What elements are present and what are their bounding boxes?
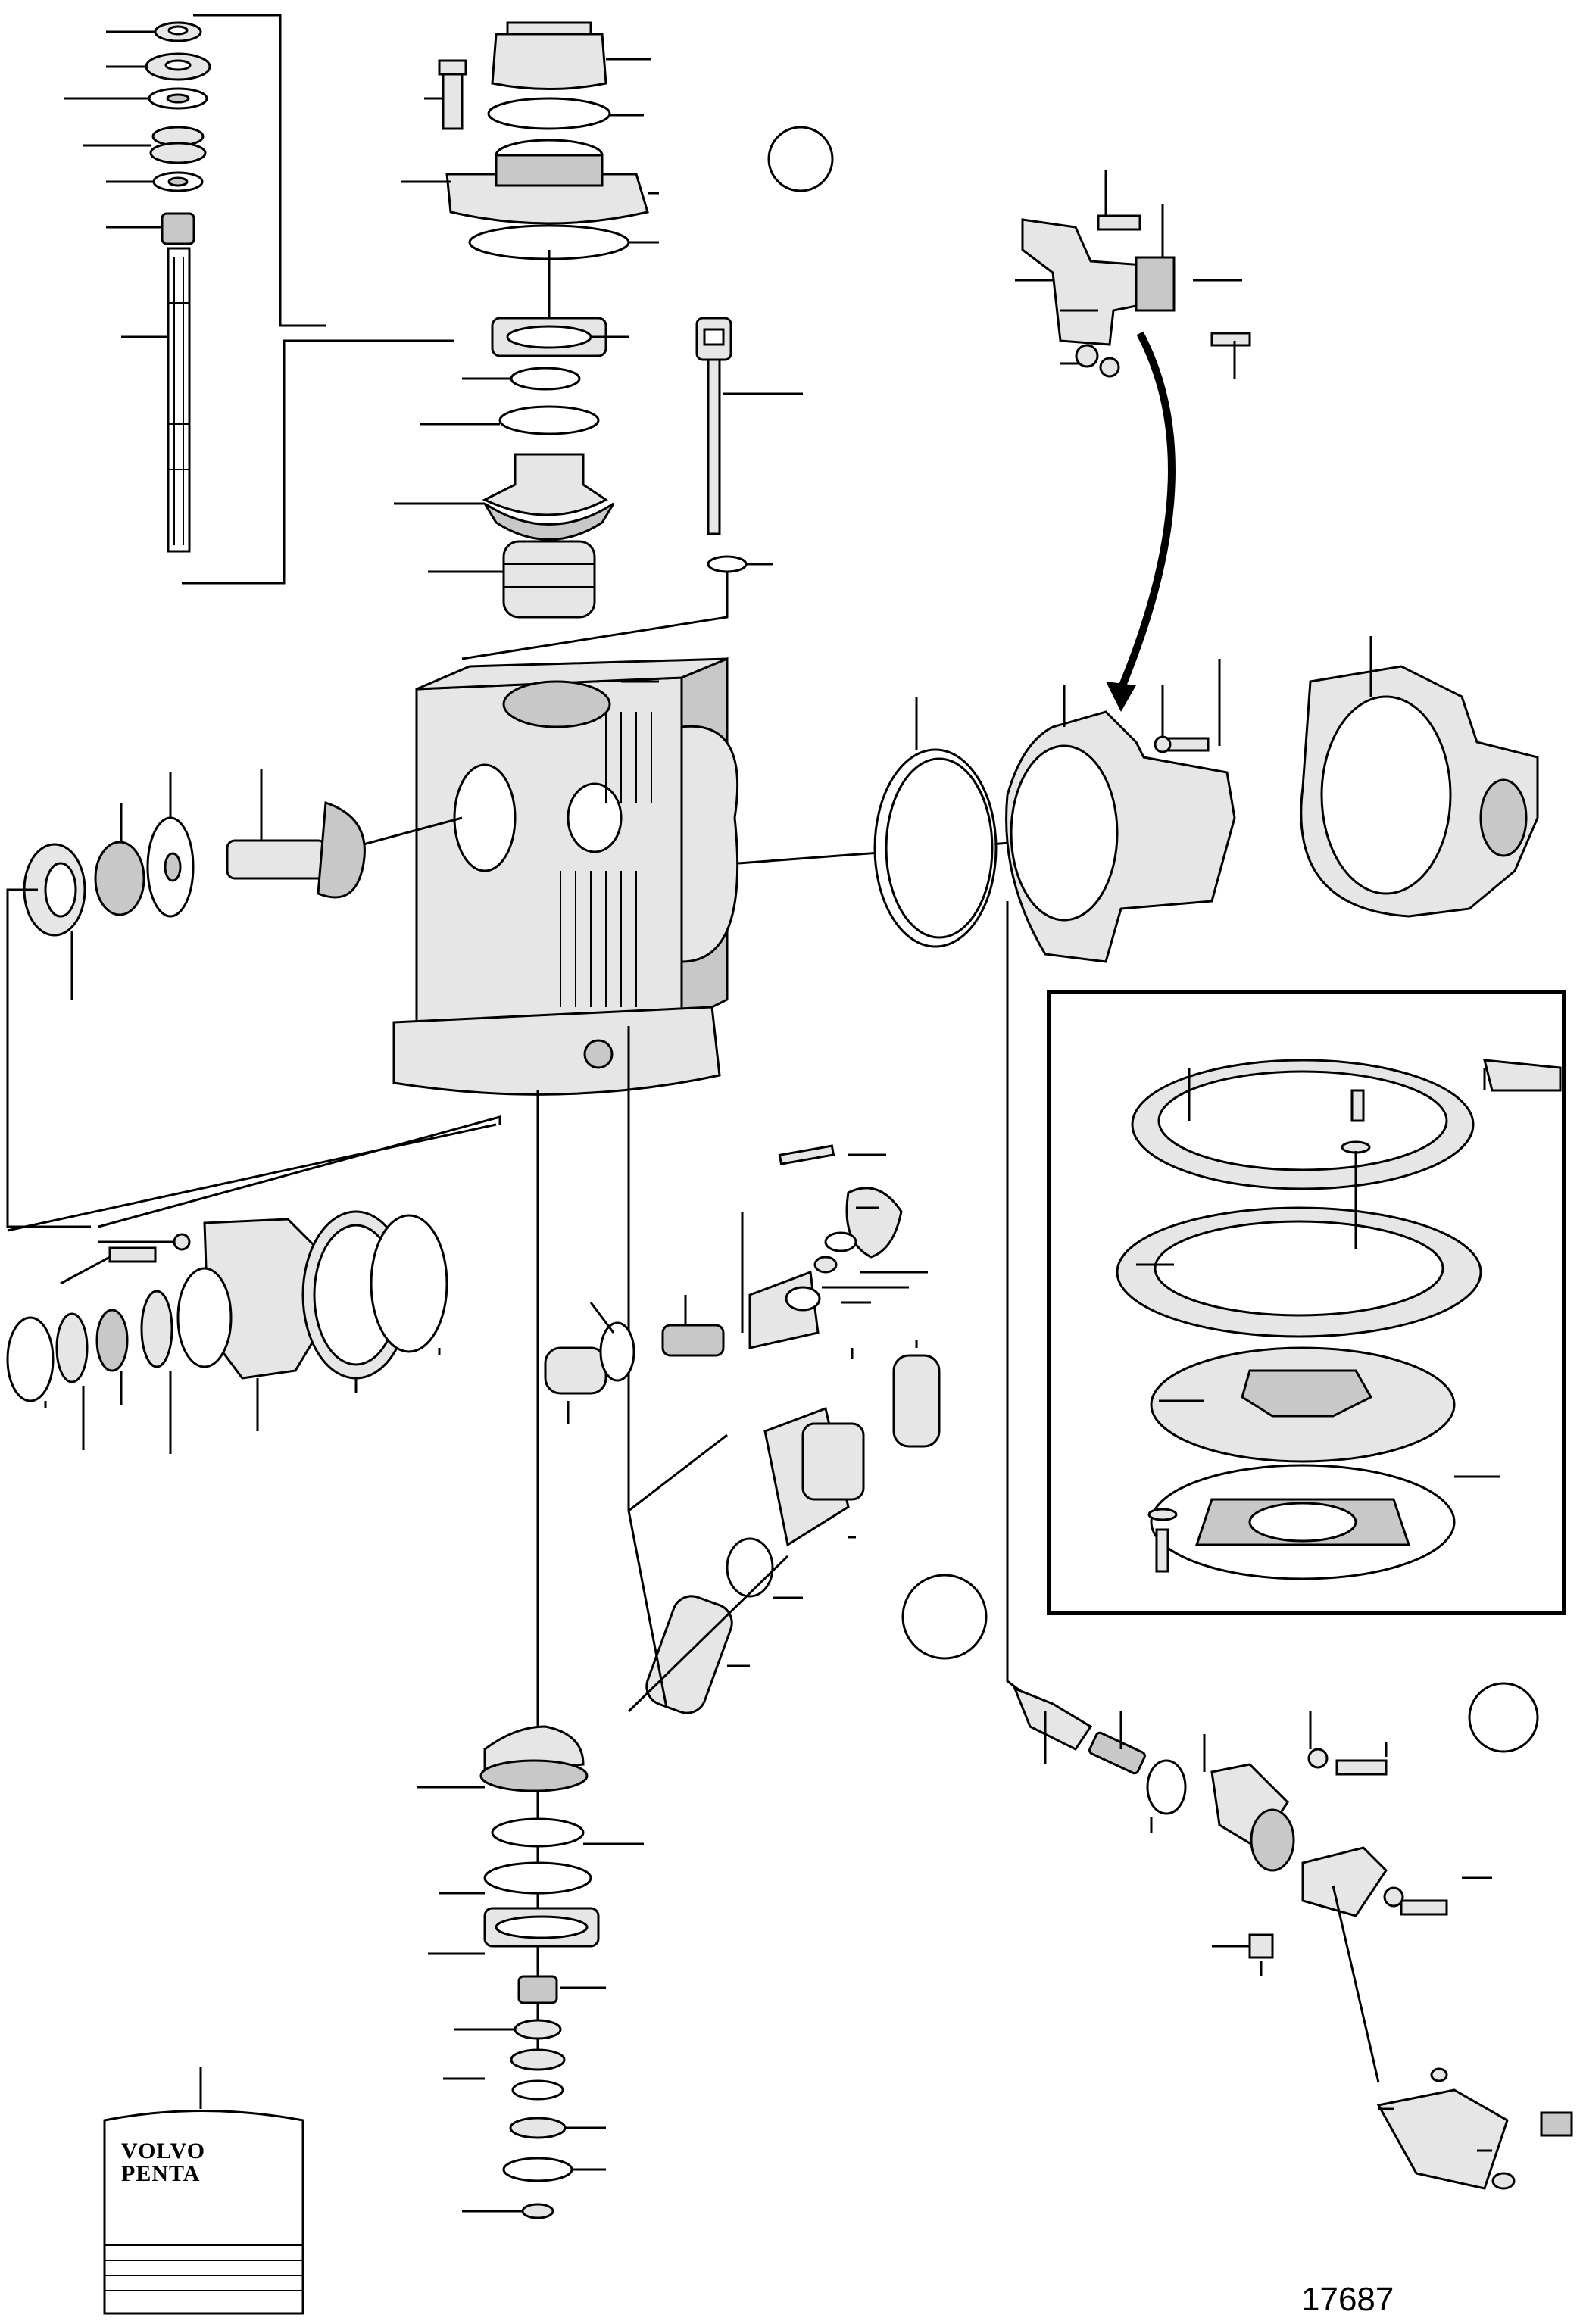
shift-bracket (1015, 170, 1251, 712)
callout-circle-2 (901, 1574, 988, 1660)
left-pinion-assembly (6, 769, 463, 1228)
manual-brand-line1: VOLVO (121, 2138, 206, 2163)
lower-shaft-stack (417, 1725, 644, 2219)
lower-left-assembly (6, 1115, 501, 1454)
main-gear-housing (392, 657, 1091, 2060)
upper-gear-stack (394, 317, 803, 660)
figure-reference-number: 17687 (1301, 2281, 1394, 2318)
lower-right-linkage (1006, 901, 1573, 2190)
callout-circle-3 (1468, 1682, 1539, 1753)
callout-circle-1 (767, 126, 834, 192)
manual-brand-line2: PENTA (121, 2161, 201, 2186)
manual-cover-icon (103, 2067, 304, 2315)
center-valve-parts (544, 1144, 941, 1714)
inset-panel (1047, 990, 1566, 1615)
top-cap-assembly (401, 21, 659, 318)
side-housing-parts (873, 636, 1539, 963)
upper-shaft-assembly (64, 14, 454, 585)
